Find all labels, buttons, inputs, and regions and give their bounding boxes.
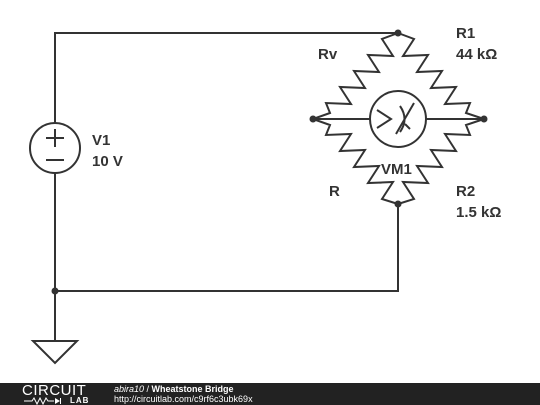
r1-value-label: 44 kΩ [456, 46, 497, 63]
wire-top [54, 32, 398, 123]
r1-name-label: R1 [456, 25, 475, 42]
circuit-title: Wheatstone Bridge [151, 384, 234, 394]
rv-name-label: Rv [318, 46, 338, 63]
resistor-r [312, 118, 399, 205]
junction-dot-right [480, 115, 488, 123]
v1-value-label: 10 V [92, 153, 123, 170]
logo-text-top: CIRCUIT [22, 383, 87, 399]
voltmeter-chevron [376, 109, 393, 129]
circuit-url[interactable]: http://circuitlab.com/c9rf6c3ubk69x [114, 394, 253, 404]
circuitlab-logo: CIRCUIT LAB [22, 383, 102, 405]
resistor-r2 [397, 118, 485, 205]
r2-name-label: R2 [456, 183, 475, 200]
schematic-canvas: V1 10 V Rv R1 44 kΩ VM1 R R2 1.5 kΩ [29, 25, 501, 365]
resistor-r1 [397, 32, 485, 120]
voltmeter-needle [395, 102, 415, 135]
circuit-meta: abira10 / Wheatstone Bridge http://circu… [114, 384, 253, 404]
circuit-title-line: abira10 / Wheatstone Bridge [114, 384, 253, 394]
title-separator: / [144, 384, 152, 394]
junction-dot-top [394, 29, 402, 37]
voltmeter-vm1 [369, 90, 427, 148]
r-name-label: R [329, 183, 340, 200]
footer-bar: CIRCUIT LAB abira10 / Wheatstone Bridge … [0, 383, 540, 405]
ground-symbol [30, 340, 80, 365]
v1-name-label: V1 [92, 132, 110, 149]
r2-value-label: 1.5 kΩ [456, 204, 501, 221]
author-link[interactable]: abira10 [114, 384, 145, 394]
junction-dot-bottom [394, 200, 402, 208]
vm1-name-label: VM1 [381, 161, 412, 178]
junction-dot-left [309, 115, 317, 123]
junction-dot-ground [51, 287, 59, 295]
resistor-rv [312, 32, 399, 120]
logo-text-bottom: LAB [70, 396, 90, 405]
wire-bottom [55, 204, 399, 292]
voltmeter-tick [404, 123, 411, 130]
logo-resistor-icon [24, 397, 61, 405]
voltage-source-v1 [29, 122, 81, 174]
